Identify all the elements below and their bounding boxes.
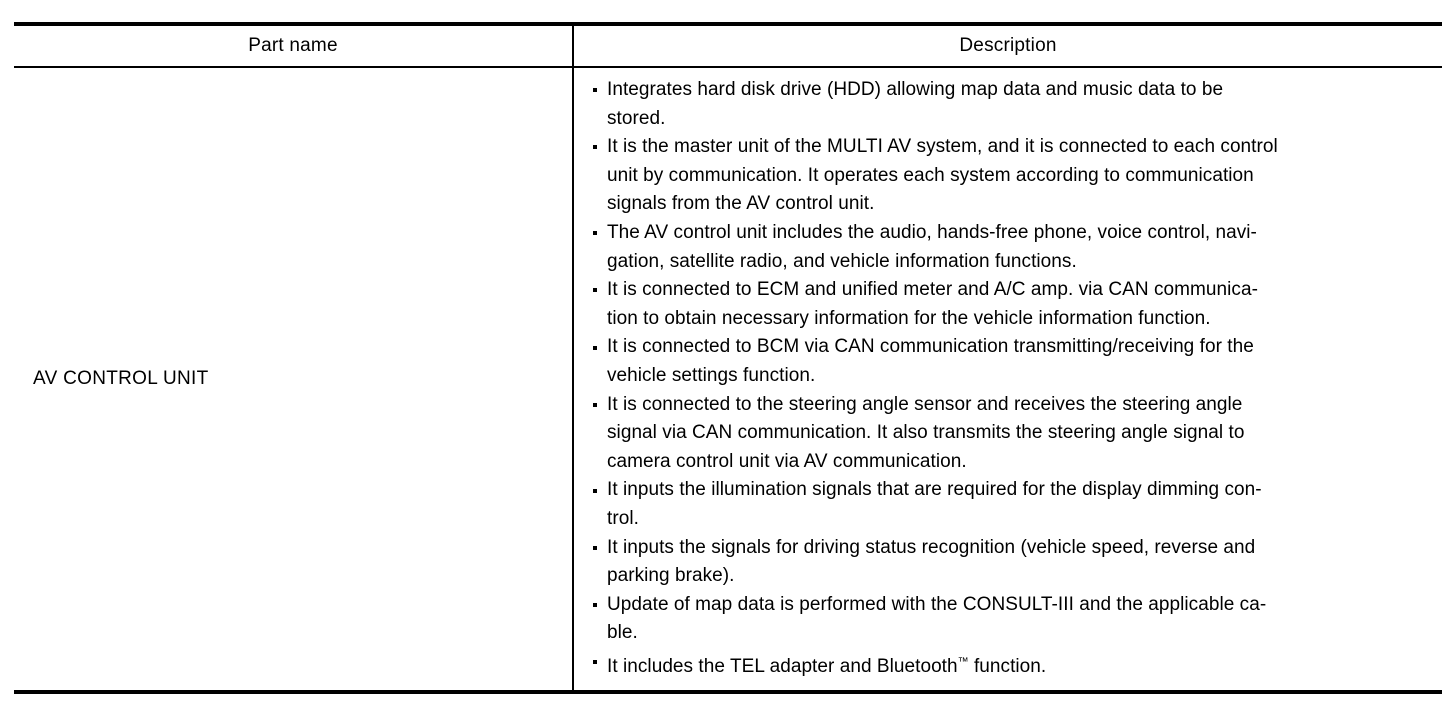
cell-description: Integrates hard disk drive (HDD) allowin… — [574, 68, 1442, 690]
bullet-line: The AV control unit includes the audio, … — [607, 221, 1257, 243]
bullet-dot-icon — [593, 488, 597, 493]
bullet-line: signals from the AV control unit. — [607, 193, 875, 215]
description-bullet-list: Integrates hard disk drive (HDD) allowin… — [574, 76, 1442, 681]
bullet-line: stored. — [607, 107, 666, 129]
bullet-line: ble. — [607, 622, 638, 644]
bullet-line: It inputs the signals for driving status… — [607, 536, 1256, 558]
bullet-line-with-trademark: It includes the TEL adapter and Bluetoot… — [607, 648, 1442, 682]
bullet-text-after-trademark: function. — [968, 655, 1047, 677]
column-header-part-name: Part name — [248, 35, 338, 56]
bullet-dot-icon — [593, 402, 597, 407]
list-item: The AV control unit includes the audio, … — [574, 219, 1442, 276]
bullet-line: camera control unit via AV communication… — [607, 450, 967, 472]
table-header-row: Part name Description — [14, 26, 1442, 66]
list-item: Update of map data is performed with the… — [574, 591, 1442, 648]
bullet-line: unit by communication. It operates each … — [607, 164, 1254, 186]
column-header-description: Description — [959, 35, 1057, 56]
table-row: AV CONTROL UNIT Integrates hard disk dri… — [14, 68, 1442, 690]
table-column-divider — [572, 22, 574, 694]
bullet-line: It is connected to ECM and unified meter… — [607, 279, 1258, 301]
bullet-dot-icon — [593, 602, 597, 607]
bullet-dot-icon — [593, 660, 597, 665]
list-item: It inputs the signals for driving status… — [574, 534, 1442, 591]
bullet-line: trol. — [607, 507, 639, 529]
bullet-dot-icon — [593, 231, 597, 236]
bullet-dot-icon — [593, 545, 597, 550]
list-item: It inputs the illumination signals that … — [574, 476, 1442, 533]
bullet-line: gation, satellite radio, and vehicle inf… — [607, 250, 1077, 272]
table-top-border — [14, 22, 1442, 26]
list-item: It is connected to the steering angle se… — [574, 391, 1442, 477]
bullet-dot-icon — [593, 288, 597, 293]
bullet-dot-icon — [593, 145, 597, 150]
bullet-line: signal via CAN communication. It also tr… — [607, 422, 1245, 444]
bullet-line: parking brake). — [607, 565, 735, 587]
bullet-dot-icon — [593, 88, 597, 93]
list-item: It is connected to BCM via CAN communica… — [574, 333, 1442, 390]
bullet-dot-icon — [593, 345, 597, 350]
cell-part-name: AV CONTROL UNIT — [14, 68, 572, 690]
bullet-line: It is connected to BCM via CAN communica… — [607, 336, 1254, 358]
bullet-line: vehicle settings function. — [607, 364, 816, 386]
table-header-separator — [14, 66, 1442, 68]
bullet-text-before-trademark: It includes the TEL adapter and Bluetoot… — [607, 655, 958, 677]
bullet-line: It is connected to the steering angle se… — [607, 393, 1243, 415]
list-item: Integrates hard disk drive (HDD) allowin… — [574, 76, 1442, 133]
trademark-symbol: ™ — [957, 655, 969, 668]
table-bottom-border — [14, 690, 1442, 694]
part-name-value: AV CONTROL UNIT — [33, 368, 209, 389]
spec-table: Part name Description AV CONTROL UNIT In… — [14, 22, 1442, 698]
list-item: It is the master unit of the MULTI AV sy… — [574, 133, 1442, 219]
bullet-line: tion to obtain necessary information for… — [607, 307, 1211, 329]
list-item: It is connected to ECM and unified meter… — [574, 276, 1442, 333]
bullet-line: It is the master unit of the MULTI AV sy… — [607, 136, 1278, 158]
list-item: It includes the TEL adapter and Bluetoot… — [574, 648, 1442, 682]
bullet-line: It inputs the illumination signals that … — [607, 479, 1262, 501]
bullet-line: Update of map data is performed with the… — [607, 593, 1267, 615]
bullet-line: Integrates hard disk drive (HDD) allowin… — [607, 79, 1224, 100]
